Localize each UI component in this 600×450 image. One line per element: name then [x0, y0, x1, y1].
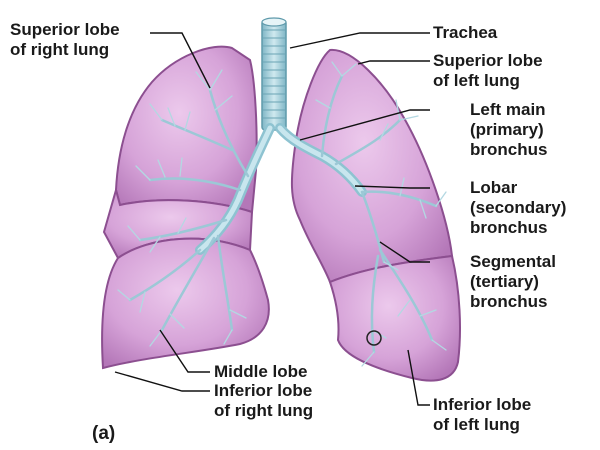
- panel-label: (a): [92, 423, 116, 444]
- trachea-illustration: [261, 17, 287, 131]
- leader-lines: [114, 32, 430, 406]
- label-segmental-bronchus: Segmental(tertiary)bronchus: [470, 252, 556, 311]
- label-left-main-bronchus: Left main(primary)bronchus: [470, 100, 548, 159]
- left-lung-superior-lobe: [290, 48, 454, 284]
- left-lung-inferior-lobe: [328, 254, 461, 382]
- label-middle-lobe: Middle lobe: [214, 362, 308, 381]
- right-lung-inferior-lobe: [101, 237, 270, 370]
- label-lobar-bronchus: Lobar(secondary)bronchus: [470, 178, 567, 237]
- bronchial-tree: [117, 61, 447, 367]
- right-lung: [101, 45, 270, 370]
- left-lung: [290, 48, 461, 382]
- label-trachea: Trachea: [433, 23, 498, 42]
